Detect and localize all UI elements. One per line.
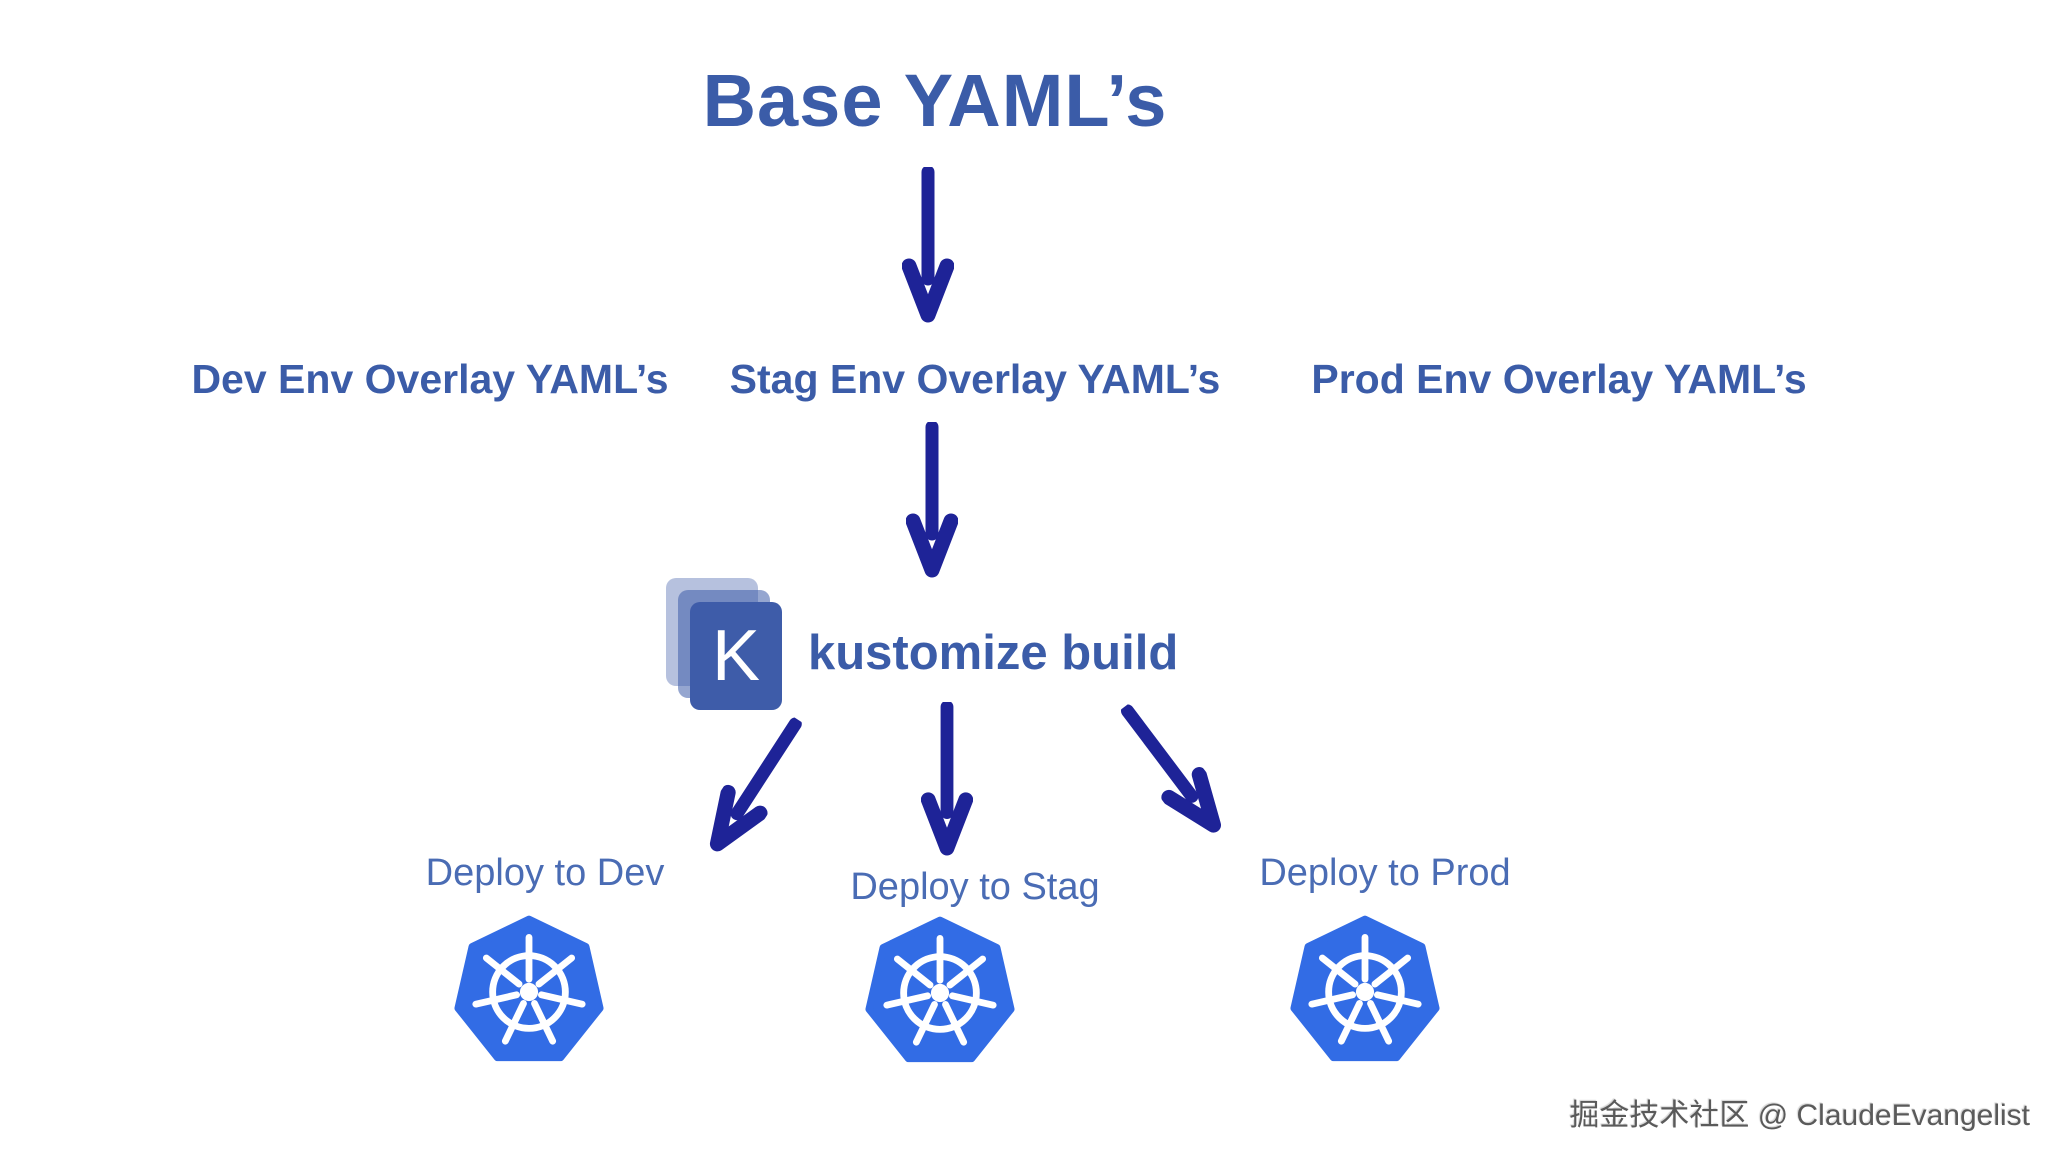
kustomize-build-label: kustomize build	[808, 626, 1179, 680]
arrow-kustomize-to-dev-icon	[709, 717, 802, 852]
kubernetes-icon-prod	[1290, 915, 1440, 1062]
deploy-label-stag: Deploy to Stag	[850, 866, 1100, 908]
kubernetes-icon-dev	[454, 915, 604, 1062]
kubernetes-icon-stag	[865, 916, 1015, 1063]
arrow-kustomize-to-stag-icon	[921, 702, 973, 856]
page-title: Base YAML’s	[702, 59, 1168, 142]
deploy-label-dev: Deploy to Dev	[425, 852, 665, 894]
overlay-label-dev: Dev Env Overlay YAML’s	[191, 356, 669, 402]
watermark-text: 掘金技术社区 @ ClaudeEvangelist	[1569, 1099, 2030, 1132]
kustomize-card-front: K	[690, 602, 782, 710]
arrow-stag-to-kustomize-icon	[906, 422, 958, 578]
overlay-label-stag: Stag Env Overlay YAML’s	[729, 356, 1221, 402]
deploy-label-prod: Deploy to Prod	[1259, 852, 1511, 894]
arrow-kustomize-to-prod-icon	[1120, 704, 1222, 833]
overlay-label-prod: Prod Env Overlay YAML’s	[1311, 356, 1807, 402]
kustomize-layers-icon: K	[666, 578, 786, 714]
arrow-base-to-overlays-icon	[902, 167, 954, 323]
